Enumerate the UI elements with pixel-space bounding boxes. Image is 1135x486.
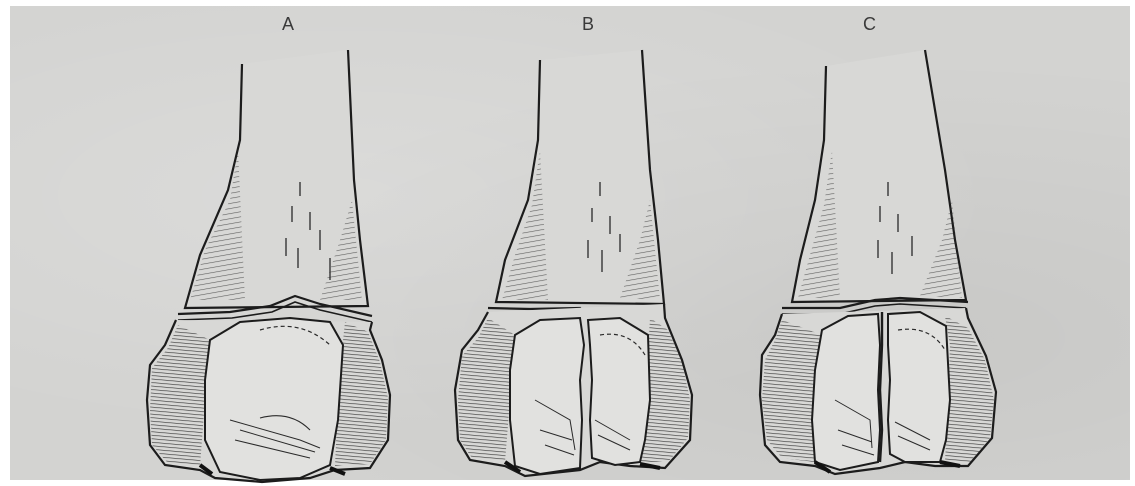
panel-b-bone bbox=[455, 50, 692, 476]
panel-a-bone bbox=[147, 50, 390, 482]
panel-c-bone bbox=[760, 50, 996, 474]
